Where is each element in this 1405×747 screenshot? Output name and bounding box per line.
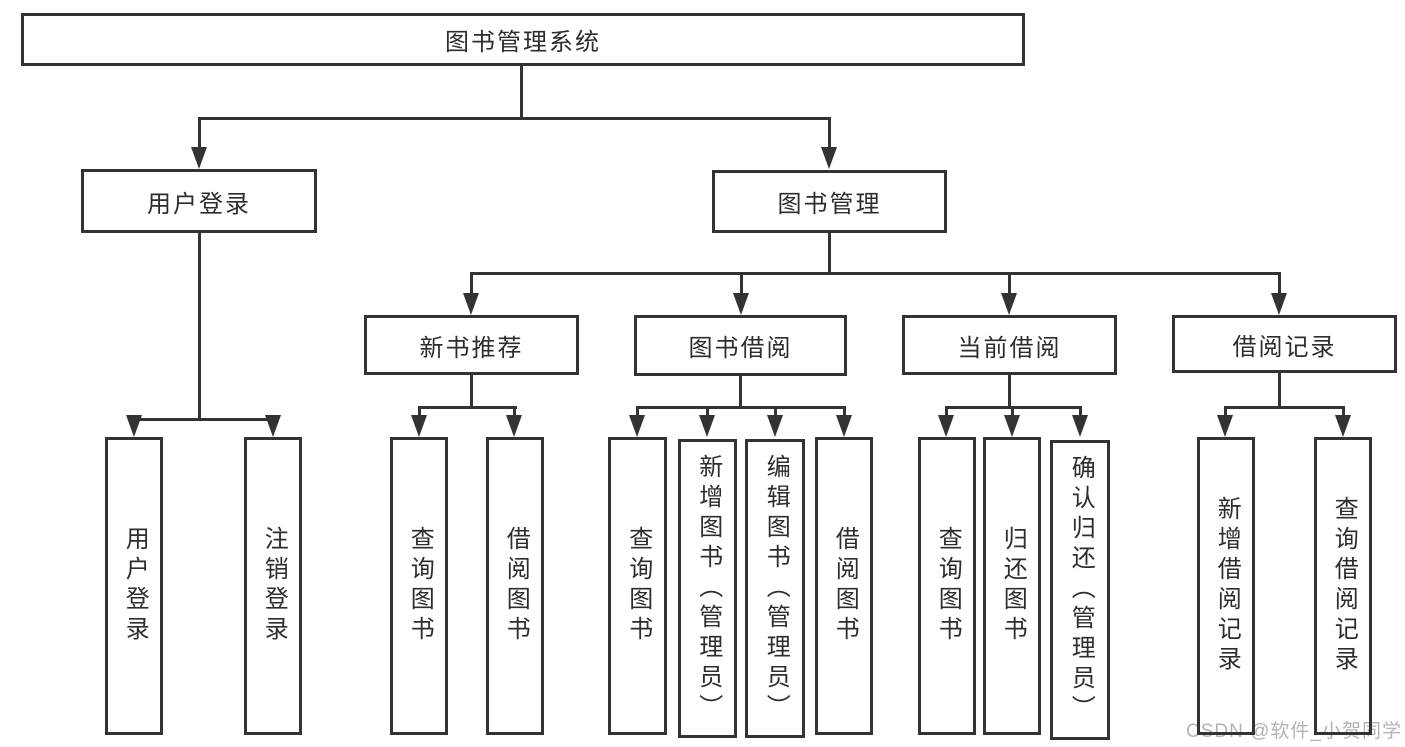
arrow-down-icon [1072, 415, 1088, 437]
leaf-label: 确认归还（管理员） [1067, 455, 1095, 725]
arrow-down-icon [629, 415, 645, 437]
connector-line [706, 406, 709, 417]
connector-line [513, 406, 516, 417]
connector-line [470, 272, 473, 297]
node-user-login: 用户登录 [81, 169, 317, 233]
leaf-label: 查询图书 [624, 526, 652, 646]
connector-line [1278, 272, 1281, 297]
node-book-borrow-label: 图书借阅 [688, 335, 793, 362]
node-new-book-recommend: 新书推荐 [364, 315, 579, 375]
connector-line [1079, 406, 1082, 417]
leaf-confirm-return-admin: 确认归还（管理员） [1050, 440, 1110, 740]
arrow-down-icon [1335, 415, 1351, 437]
arrow-down-icon [1271, 293, 1287, 315]
arrow-down-icon [938, 415, 954, 437]
arrow-down-icon [411, 415, 427, 437]
leaf-label: 借阅图书 [502, 526, 530, 646]
connector-line [198, 231, 201, 420]
leaf-label: 用户登录 [121, 526, 149, 646]
connector-line [470, 272, 1281, 275]
connector-line [740, 272, 743, 297]
node-book-borrow: 图书借阅 [634, 315, 847, 376]
connector-line [418, 406, 517, 409]
connector-line [636, 406, 639, 417]
leaf-logout: 注销登录 [244, 437, 302, 735]
leaf-label: 新增借阅记录 [1213, 496, 1241, 676]
arrow-down-icon [506, 415, 522, 437]
connector-line [1011, 406, 1014, 417]
arrow-down-icon [1004, 415, 1020, 437]
connector-line [774, 406, 777, 417]
leaf-query-books-recommend: 查询图书 [390, 437, 448, 735]
leaf-user-login: 用户登录 [105, 437, 163, 735]
arrow-down-icon [733, 293, 749, 315]
node-book-management-label: 图书管理 [777, 191, 882, 218]
connector-line [945, 406, 948, 417]
leaf-add-borrow-record: 新增借阅记录 [1197, 437, 1255, 735]
connector-line [1008, 373, 1011, 409]
node-new-book-recommend-label: 新书推荐 [419, 334, 524, 362]
arrow-down-icon [767, 415, 783, 437]
connector-line [828, 117, 831, 155]
arrow-down-icon [265, 415, 281, 437]
connector-line [1224, 406, 1227, 417]
leaf-edit-book-admin: 编辑图书（管理员） [745, 439, 805, 738]
leaf-label: 查询图书 [934, 526, 962, 646]
arrow-down-icon [836, 415, 852, 437]
leaf-label: 编辑图书（管理员） [762, 453, 790, 724]
leaf-query-borrow-record: 查询借阅记录 [1314, 437, 1372, 735]
connector-line [198, 117, 831, 120]
connector-line [739, 373, 742, 409]
arrow-down-icon [1001, 293, 1017, 315]
connector-line [843, 406, 846, 417]
leaf-label: 借阅图书 [831, 526, 859, 646]
leaf-query-books-current: 查询图书 [918, 437, 976, 735]
node-current-borrow-label: 当前借阅 [957, 334, 1062, 362]
arrow-down-icon [1217, 415, 1233, 437]
arrow-down-icon [126, 415, 142, 437]
connector-line [198, 117, 201, 155]
connector-line [520, 64, 523, 119]
connector-line [828, 231, 831, 275]
connector-line [132, 418, 274, 421]
arrow-down-icon [699, 415, 715, 437]
connector-line [636, 406, 845, 409]
connector-line [1342, 406, 1345, 417]
arrow-down-icon [821, 147, 837, 169]
leaf-label: 查询借阅记录 [1330, 496, 1358, 676]
connector-line [1224, 406, 1345, 409]
connector-line [418, 406, 421, 417]
arrow-down-icon [463, 293, 479, 315]
leaf-borrow-books-recommend: 借阅图书 [486, 437, 544, 735]
connector-line [1008, 272, 1011, 297]
leaf-label: 归还图书 [999, 526, 1027, 646]
node-root: 图书管理系统 [21, 13, 1025, 66]
leaf-borrow-books-borrow: 借阅图书 [815, 437, 873, 735]
node-borrow-records: 借阅记录 [1172, 315, 1397, 373]
node-book-management: 图书管理 [712, 170, 947, 233]
node-current-borrow: 当前借阅 [902, 315, 1117, 375]
connector-line [1278, 373, 1281, 409]
node-user-login-label: 用户登录 [147, 190, 251, 218]
leaf-label: 查询图书 [406, 526, 434, 646]
arrow-down-icon [191, 147, 207, 169]
node-root-label: 图书管理系统 [445, 29, 601, 56]
csdn-watermark: CSDN @软件_小贺同学 [1186, 721, 1402, 742]
leaf-add-book-admin: 新增图书（管理员） [678, 439, 737, 738]
leaf-query-books-borrow: 查询图书 [608, 437, 667, 735]
connector-line [470, 373, 473, 409]
leaf-label: 新增图书（管理员） [694, 453, 722, 724]
leaf-return-book: 归还图书 [983, 437, 1041, 735]
leaf-label: 注销登录 [260, 526, 288, 646]
node-borrow-records-label: 借阅记录 [1232, 333, 1337, 361]
